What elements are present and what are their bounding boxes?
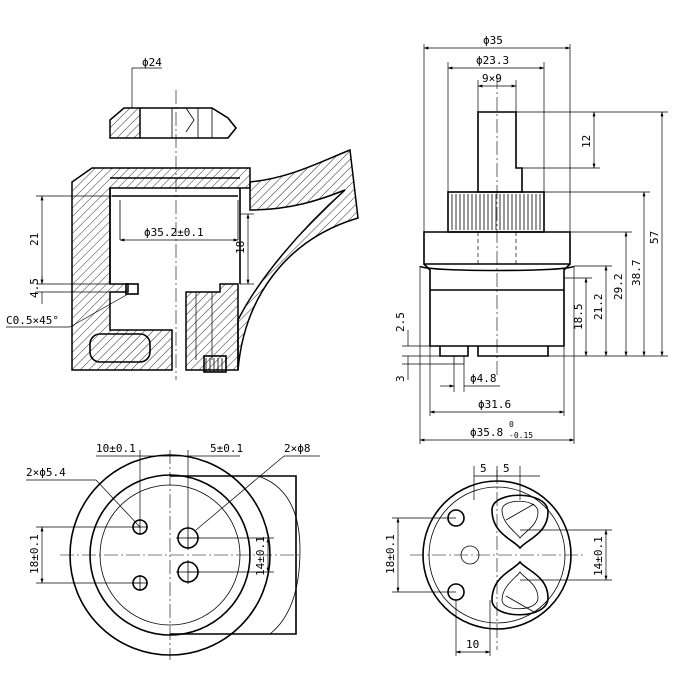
label-d4-8: ϕ4.8 (470, 372, 497, 385)
dim-v18-left: 18±0.1 (28, 526, 140, 584)
label-h4-5: 4.5 (28, 278, 41, 298)
label-h21-2: 21.2 (592, 294, 605, 321)
label-h12: 12 (580, 135, 593, 148)
dim-d4-8: ϕ4.8 (440, 364, 500, 392)
cartridge-oring (419, 265, 575, 272)
label-10-01: 10±0.1 (96, 442, 136, 455)
dim-h18-5: 18.5 (548, 277, 668, 357)
label-v18-right: 18±0.1 (384, 534, 397, 574)
label-h29-2: 29.2 (612, 274, 625, 301)
label-5a: 5 (480, 462, 487, 475)
cartridge-bottom-view: 5 5 18±0.1 14±0.1 10 (384, 462, 612, 656)
dim-h18: 18 (234, 213, 254, 285)
label-v18-left: 18±0.1 (28, 534, 41, 574)
dim-10-right: 10 (455, 600, 491, 656)
label-5b: 5 (503, 462, 510, 475)
dim-5-5: 5 5 (473, 462, 540, 500)
leader-2x5-4: 2×ϕ5.4 (26, 466, 141, 528)
label-h38-7: 38.7 (630, 260, 643, 287)
label-h3: 3 (394, 375, 407, 382)
dim-5-01: 5±0.1 (170, 442, 243, 528)
label-2x5-4: 2×ϕ5.4 (26, 466, 66, 479)
label-h18-5: 18.5 (572, 304, 585, 331)
dim-d31-6: ϕ31.6 (429, 346, 565, 416)
dim-h12: 12 (516, 111, 668, 169)
label-2x8: 2×ϕ8 (284, 442, 311, 455)
inlet-port-bottom (491, 560, 549, 616)
dim-v18-right: 18±0.1 (384, 517, 456, 593)
housing-outline (170, 475, 297, 635)
label-9x9: 9×9 (482, 72, 502, 85)
inlet-port-top (491, 494, 549, 550)
dim-9x9: 9×9 (477, 72, 517, 112)
dim-10-01: 10±0.1 (96, 442, 170, 520)
label-d24: ϕ24 (142, 56, 162, 69)
leader-2x8: 2×ϕ8 (195, 442, 320, 531)
dim-h29-2: 29.2 (570, 231, 632, 357)
label-d35-8: ϕ35.8 (470, 426, 503, 439)
chamfer-feature (125, 283, 139, 295)
label-d23-3: ϕ23.3 (476, 54, 509, 67)
label-h2-5: 2.5 (394, 312, 407, 332)
dim-h57: 57 (648, 111, 664, 357)
label-d31-6: ϕ31.6 (478, 398, 511, 411)
label-d35: ϕ35 (483, 34, 503, 47)
dim-chamfer: C0.5×45° (6, 293, 129, 328)
label-10-right: 10 (466, 638, 479, 651)
label-tol-upper: 0 (509, 420, 514, 429)
label-tol-lower: -0.15 (509, 431, 533, 440)
dim-h21: 21 (28, 195, 126, 285)
label-v14-right: 14±0.1 (592, 536, 605, 576)
label-d35-2: ϕ35.2±0.1 (144, 226, 204, 239)
dim-h4-5: 4.5 (28, 276, 126, 304)
label-h21: 21 (28, 233, 41, 246)
label-h18: 18 (234, 241, 247, 254)
dim-h21-2: 21.2 (574, 265, 612, 357)
locking-nut (109, 107, 238, 139)
housing-top-view: 10±0.1 5±0.1 2×ϕ8 2×ϕ5.4 18±0.1 14±0 (26, 442, 320, 660)
spout-arm (237, 148, 359, 371)
locating-pin (453, 356, 465, 365)
dim-d35-8: ϕ35.8 0 -0.15 (419, 266, 575, 444)
dim-d23-3: ϕ23.3 (447, 54, 545, 192)
cartridge-stem (477, 111, 523, 193)
cartridge-base-seals (439, 346, 549, 357)
housing-port-outline (89, 333, 151, 363)
label-v14-left: 14±0.1 (254, 536, 267, 576)
cartridge-side-view: ϕ35 ϕ23.3 9×9 12 57 38.7 (394, 34, 668, 444)
dim-v14-left: 14±0.1 (188, 536, 274, 576)
label-5-01: 5±0.1 (210, 442, 243, 455)
dim-h3: 3 (394, 363, 454, 382)
cartridge-body (429, 290, 565, 347)
label-chamfer: C0.5×45° (6, 314, 59, 327)
bottom-center-pin (460, 545, 480, 565)
dim-d24: ϕ24 (131, 56, 162, 108)
housing-section-view: ϕ24 ϕ35.2±0.1 21 18 4.5 C0.5×45° (6, 56, 359, 380)
dim-v14-right: 14±0.1 (520, 529, 612, 581)
housing-bottom-port (203, 355, 227, 373)
dim-d35-2: ϕ35.2±0.1 (119, 226, 239, 242)
dim-h2-5: 2.5 (394, 312, 440, 364)
dim-h38-7: 38.7 (544, 191, 650, 357)
label-h57: 57 (648, 231, 661, 244)
dim-d35: ϕ35 (423, 34, 571, 232)
